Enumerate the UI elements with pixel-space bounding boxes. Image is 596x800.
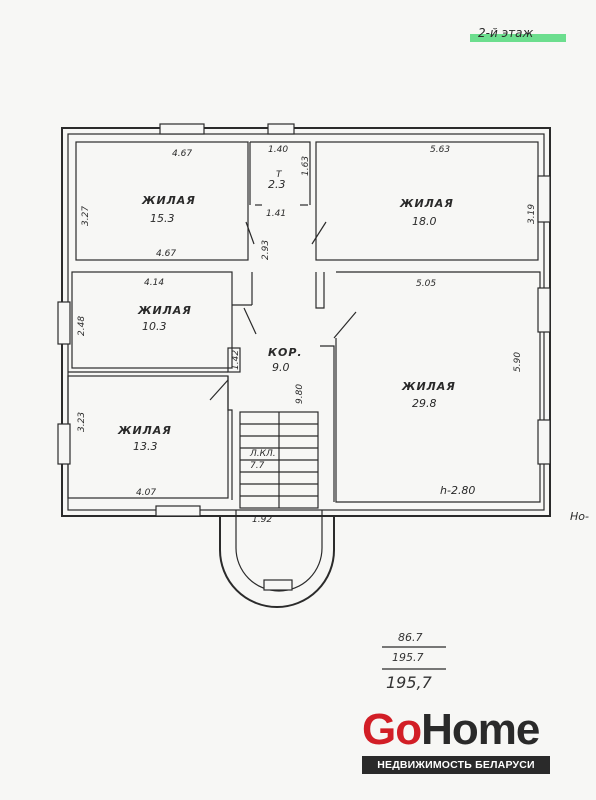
total-area: 195.7 (392, 651, 424, 664)
dimension-label: 1.63 (301, 156, 311, 176)
shaft-box (227, 347, 241, 373)
window (537, 175, 551, 223)
outer-wall (61, 127, 551, 517)
room-name-label: ЖИЛАЯ (401, 380, 456, 393)
logo-wordmark: GoHome (362, 705, 540, 754)
room-name-label: ЖИЛАЯ (137, 304, 192, 317)
room-area-label: 2.3 (268, 178, 286, 191)
dimension-label: 1.40 (268, 145, 288, 155)
dimension-label: 4.07 (136, 488, 156, 498)
dimension-label: 1.41 (266, 209, 286, 219)
toilet-outline (249, 141, 311, 205)
logo-home-text: Home (421, 705, 540, 754)
dimension-label: 4.67 (156, 249, 176, 259)
dimension-label: 4.14 (144, 278, 164, 288)
dimension-label: 5.05 (416, 279, 436, 289)
door-swing (311, 221, 327, 245)
window (537, 419, 551, 465)
stair-tower (219, 516, 335, 608)
dimension-label: 1.42 (231, 350, 241, 370)
window (537, 287, 551, 333)
door-swing (245, 221, 255, 245)
wall-segment (320, 345, 335, 502)
door-swing (333, 311, 357, 339)
window (57, 423, 71, 465)
dimension-label: 3.27 (81, 206, 91, 226)
logo-tagline: НЕДВИЖИМОСТЬ БЕЛАРУСИ (362, 756, 550, 774)
room-outline (71, 271, 233, 369)
brand-logo: GoHome НЕДВИЖИМОСТЬ БЕЛАРУСИ (362, 708, 552, 774)
dimension-label: 3.23 (77, 412, 87, 432)
wall-segment (315, 272, 325, 309)
ceiling-height-label: h-2.80 (440, 484, 475, 497)
dimension-label: 1.92 (252, 515, 272, 525)
wall-segment (227, 376, 233, 500)
room-name-label: Л.КЛ. (249, 449, 276, 459)
dimension-label: 9.80 (295, 384, 305, 404)
dimension-label: 5.63 (430, 145, 450, 155)
room-name-label: ЖИЛАЯ (141, 194, 196, 207)
room-outline (75, 141, 249, 261)
room-name-label: ЖИЛАЯ (117, 424, 172, 437)
outer-wall-inner (67, 133, 545, 511)
window (267, 123, 295, 135)
total-living-area: 86.7 (398, 631, 423, 644)
door-swing (209, 379, 229, 401)
dimension-label: 3.19 (527, 204, 537, 224)
highlight-mark (470, 34, 566, 42)
room-area-label: 29.8 (412, 397, 437, 410)
logo-go-text: Go (362, 705, 422, 754)
room-area-label: 10.3 (142, 320, 167, 333)
edge-note: Но- (570, 510, 589, 523)
dimension-label: 2.93 (261, 240, 271, 260)
room-area-label: 15.3 (150, 212, 175, 225)
room-name-label: ЖИЛАЯ (399, 197, 454, 210)
room-area-label: 18.0 (412, 215, 437, 228)
window (263, 579, 293, 591)
room-outline (67, 375, 229, 499)
room-area-label: 9.0 (272, 361, 290, 374)
stair-tower-inner (235, 510, 323, 592)
room-area-label: 7.7 (250, 461, 265, 471)
room-name-label: Т (276, 170, 283, 180)
dimension-label: 4.67 (172, 149, 192, 159)
room-area-label: 13.3 (133, 440, 158, 453)
room-name-label: КОР. (268, 346, 303, 359)
dimension-label: 5.90 (513, 352, 523, 372)
window (155, 505, 201, 517)
window (57, 301, 71, 345)
dimension-label: 2.48 (77, 316, 87, 336)
total-area-final: 195,7 (386, 673, 433, 692)
window (159, 123, 205, 135)
floor-label: 2-й этаж (478, 26, 534, 40)
room-outline (335, 271, 541, 503)
door-swing (243, 307, 257, 335)
